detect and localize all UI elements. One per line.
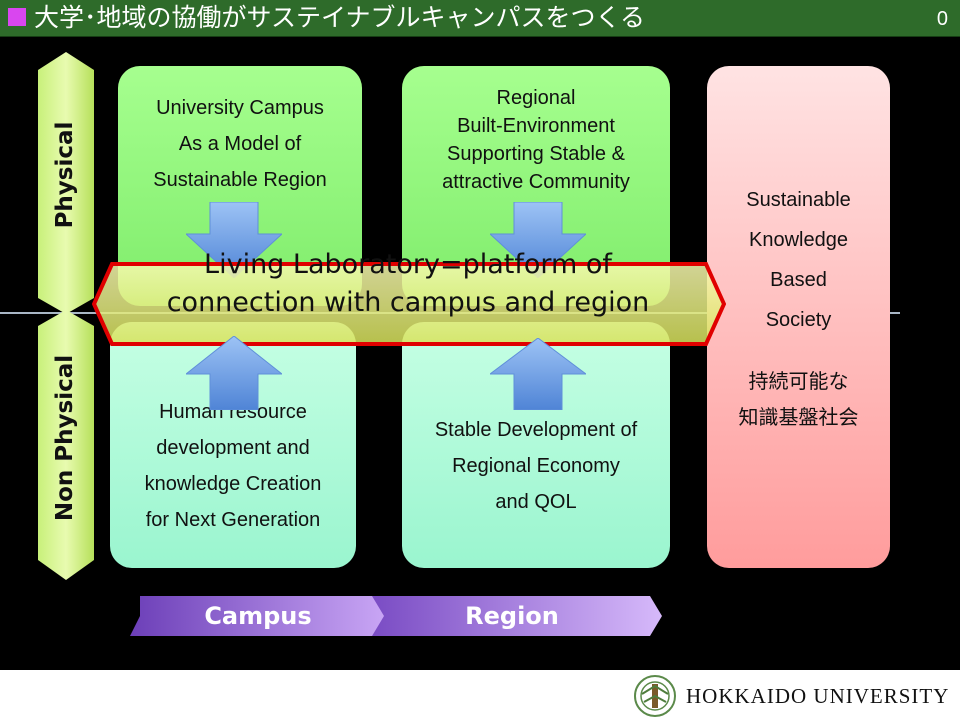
university-campus-text: University Campus As a Model of Sustaina… <box>153 97 327 191</box>
non-physical-band <box>38 310 94 580</box>
arrow-up-left <box>186 336 282 410</box>
campus-region-band <box>130 596 662 636</box>
university-emblem-icon <box>634 675 676 717</box>
living-laboratory-text: Living Laboratory=platform of connection… <box>166 249 650 318</box>
physical-band <box>38 52 94 314</box>
title-bar: 大学･地域の協働がサステイナブルキャンパスをつくる 0 <box>0 0 960 37</box>
human-resource-box: Human resource development and knowledge… <box>110 322 356 568</box>
regional-built-text: Regional Built-Environment Supporting St… <box>442 87 630 193</box>
arrow-down-right <box>490 202 586 278</box>
arrow-down-left <box>186 202 282 278</box>
title-bullet-square <box>8 8 26 26</box>
sustainable-society-box: Sustainable Knowledge Based Society 持続可能… <box>707 66 890 568</box>
slide-number: 0 <box>936 8 948 30</box>
sustainable-society-ja: 持続可能な 知識基盤社会 <box>738 371 859 429</box>
region-segment <box>372 596 662 636</box>
footer <box>0 670 960 720</box>
campus-segment <box>130 596 386 636</box>
human-resource-text: Human resource development and knowledge… <box>144 401 322 531</box>
living-laboratory-band <box>92 262 726 346</box>
stable-development-text: Stable Development of Regional Economy a… <box>434 419 638 513</box>
sustainable-society-text: Sustainable Knowledge Based Society <box>746 189 851 331</box>
non-physical-label: Non Physical <box>52 354 78 522</box>
slide-title: 大学･地域の協働がサステイナブルキャンパスをつくる <box>34 3 646 32</box>
side-bands <box>38 52 94 580</box>
physical-label: Physical <box>52 121 78 229</box>
arrow-up-right <box>490 338 586 410</box>
region-label: Region <box>465 602 559 630</box>
university-name: HOKKAIDO UNIVERSITY <box>686 684 950 708</box>
campus-label: Campus <box>204 602 312 630</box>
stable-development-box: Stable Development of Regional Economy a… <box>402 322 670 568</box>
